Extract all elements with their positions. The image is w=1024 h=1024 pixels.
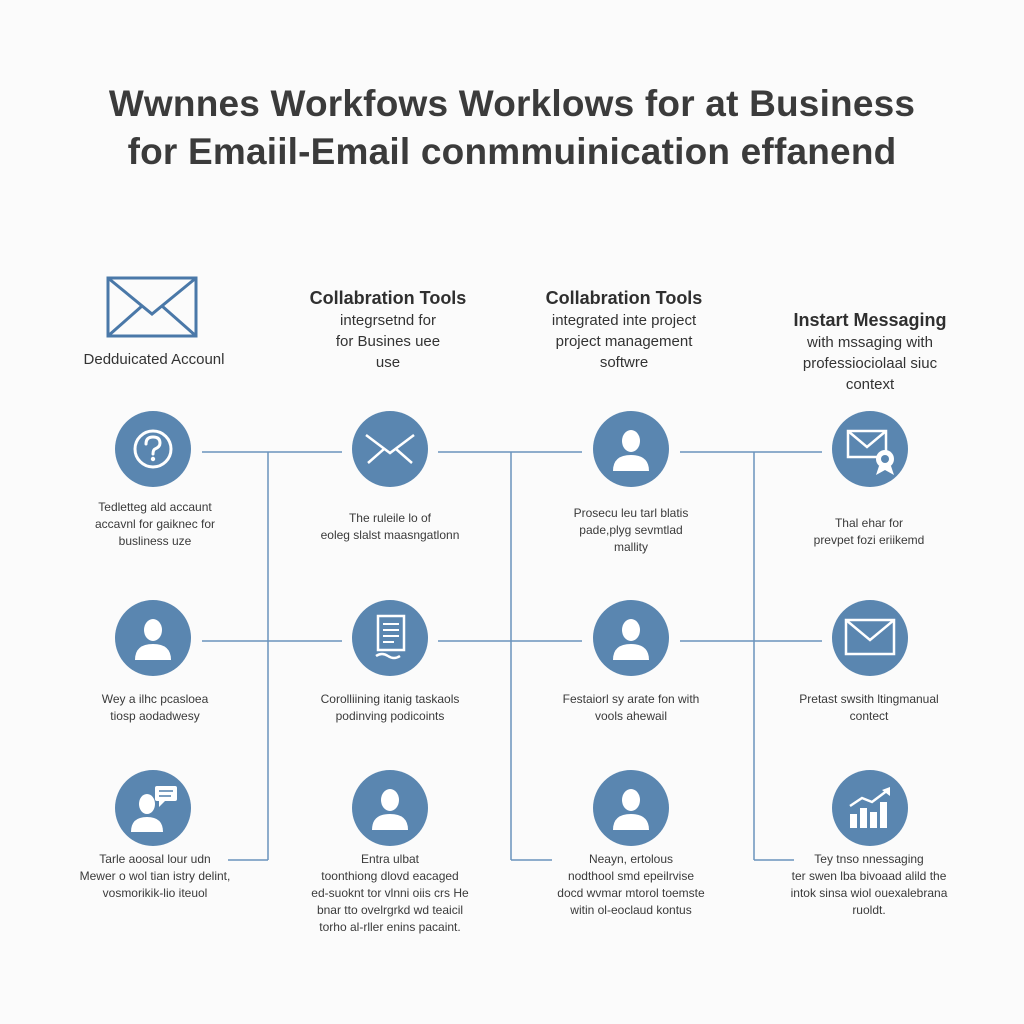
header-line: context: [845, 376, 895, 393]
caption-r3-c1: Tarle aoosal lour udn Mewer o wol tian i…: [60, 851, 250, 902]
caption-r2-c3: Festaiorl sy arate fon with vools ahewai…: [536, 691, 726, 725]
caption-line: Corolliining itanig taskaols: [320, 692, 460, 706]
title-line-2: for Emaiil-Email conmmuinication effanen…: [127, 131, 897, 172]
caption-r1-c3: Prosecu leu tarl blatis pade,plyg sevmtl…: [536, 505, 726, 556]
caption-line: docd wvmar mtorol toemste: [557, 886, 705, 900]
caption-line: toonthiong dlovd eacaged: [321, 869, 459, 883]
caption-line: Pretast swsith ltingmanual: [799, 692, 939, 706]
header-dedicated-account: Dedduicated Accounl: [44, 349, 264, 370]
caption-line: mallity: [613, 540, 648, 554]
caption-r3-c4: Tey tnso nnessaging ter swen lba bivoaad…: [774, 851, 964, 919]
user-icon: [593, 411, 669, 487]
caption-line: intok sinsa wiol ouexalebrana: [790, 886, 948, 900]
caption-line: accavnl for gaiknec for: [94, 517, 216, 531]
question-icon: [115, 411, 191, 487]
caption-line: Mewer o wol tian istry delint,: [79, 869, 231, 883]
bar-chart-icon: [832, 770, 908, 846]
header-line: softwre: [599, 354, 649, 371]
envelope-icon: [352, 411, 428, 487]
caption-line: Wey a ilhc pcasloea: [101, 692, 209, 706]
caption-line: Tedletteg ald accaunt: [98, 500, 212, 514]
caption-r3-c2: Entra ulbat toonthiong dlovd eacaged ed-…: [295, 851, 485, 936]
header-title: Instart Messaging: [793, 310, 947, 330]
user-icon: [593, 600, 669, 676]
caption-line: ter swen lba bivoaad alild the: [791, 869, 947, 883]
user-icon: [352, 770, 428, 846]
title-line-1: Wwnnes Workfows Worklows for at Business: [108, 83, 916, 124]
caption-line: Neayn, ertolous: [588, 852, 674, 866]
header-line: integrated inte project: [551, 312, 697, 329]
caption-line: torho al-rller enins pacaint.: [319, 920, 461, 934]
caption-line: ed-suoknt tor vlnni oiis crs He: [311, 886, 469, 900]
header-line: with mssaging with: [807, 334, 933, 351]
header-line: for Busines uee: [335, 333, 441, 350]
caption-line: contect: [849, 709, 889, 723]
caption-line: Entra ulbat: [360, 852, 420, 866]
caption-line: vools ahewail: [594, 709, 668, 723]
caption-line: vosmorikik-lio iteuol: [102, 886, 208, 900]
caption-r1-c2: The ruleile lo of eoleg slalst maasngatl…: [295, 510, 485, 544]
caption-line: Festaiorl sy arate fon with: [562, 692, 700, 706]
header-line: project management: [555, 333, 693, 350]
header-line: Dedduicated Accounl: [83, 351, 225, 368]
caption-line: The ruleile lo of: [348, 511, 432, 525]
caption-line: Prosecu leu tarl blatis: [573, 506, 689, 520]
header-line: integrsetnd for: [340, 312, 436, 329]
caption-r1-c4: Thal ehar for prevpet fozi eriikemd: [774, 515, 964, 549]
caption-line: busliness uze: [118, 534, 192, 548]
caption-line: Tey tnso nnessaging: [814, 852, 924, 866]
header-collaboration-tools-1: Collabration Tools integrsetnd for for B…: [278, 286, 498, 373]
caption-line: ruoldt.: [852, 903, 886, 917]
header-title: Collabration Tools: [309, 288, 467, 308]
caption-line: eoleg slalst maasngatlonn: [320, 528, 460, 542]
envelope-icon: [832, 600, 908, 676]
caption-line: Thal ehar for: [834, 516, 904, 530]
chat-user-icon: [115, 770, 191, 846]
caption-r3-c3: Neayn, ertolous nodthool smd epeilrvise …: [536, 851, 726, 919]
page-title: Wwnnes Workfows Worklows for at Business…: [0, 80, 1024, 176]
user-icon: [593, 770, 669, 846]
caption-line: podinving podicoints: [335, 709, 445, 723]
envelope-icon: [106, 276, 198, 343]
envelope-badge-icon: [832, 411, 908, 487]
header-line: professiociolaal siuc: [802, 355, 938, 372]
caption-line: prevpet fozi eriikemd: [813, 533, 925, 547]
caption-line: witin ol-eoclaud kontus: [570, 903, 692, 917]
caption-line: bnar tto ovelrgrkd wd teaicil: [316, 903, 464, 917]
caption-r1-c1: Tedletteg ald accaunt accavnl for gaikne…: [60, 499, 250, 550]
caption-line: tiosp aodadwesy: [110, 709, 200, 723]
header-line: use: [375, 354, 401, 371]
document-icon: [352, 600, 428, 676]
caption-line: nodthool smd epeilrvise: [567, 869, 695, 883]
user-icon: [115, 600, 191, 676]
header-title: Collabration Tools: [545, 288, 703, 308]
caption-r2-c1: Wey a ilhc pcasloea tiosp aodadwesy: [60, 691, 250, 725]
caption-line: pade,plyg sevmtlad: [579, 523, 683, 537]
caption-line: Tarle aoosal lour udn: [99, 852, 211, 866]
caption-r2-c4: Pretast swsith ltingmanual contect: [774, 691, 964, 725]
header-instant-messaging: Instart Messaging with mssaging with pro…: [750, 308, 990, 395]
header-collaboration-tools-2: Collabration Tools integrated inte proje…: [504, 286, 744, 373]
caption-r2-c2: Corolliining itanig taskaols podinving p…: [295, 691, 485, 725]
